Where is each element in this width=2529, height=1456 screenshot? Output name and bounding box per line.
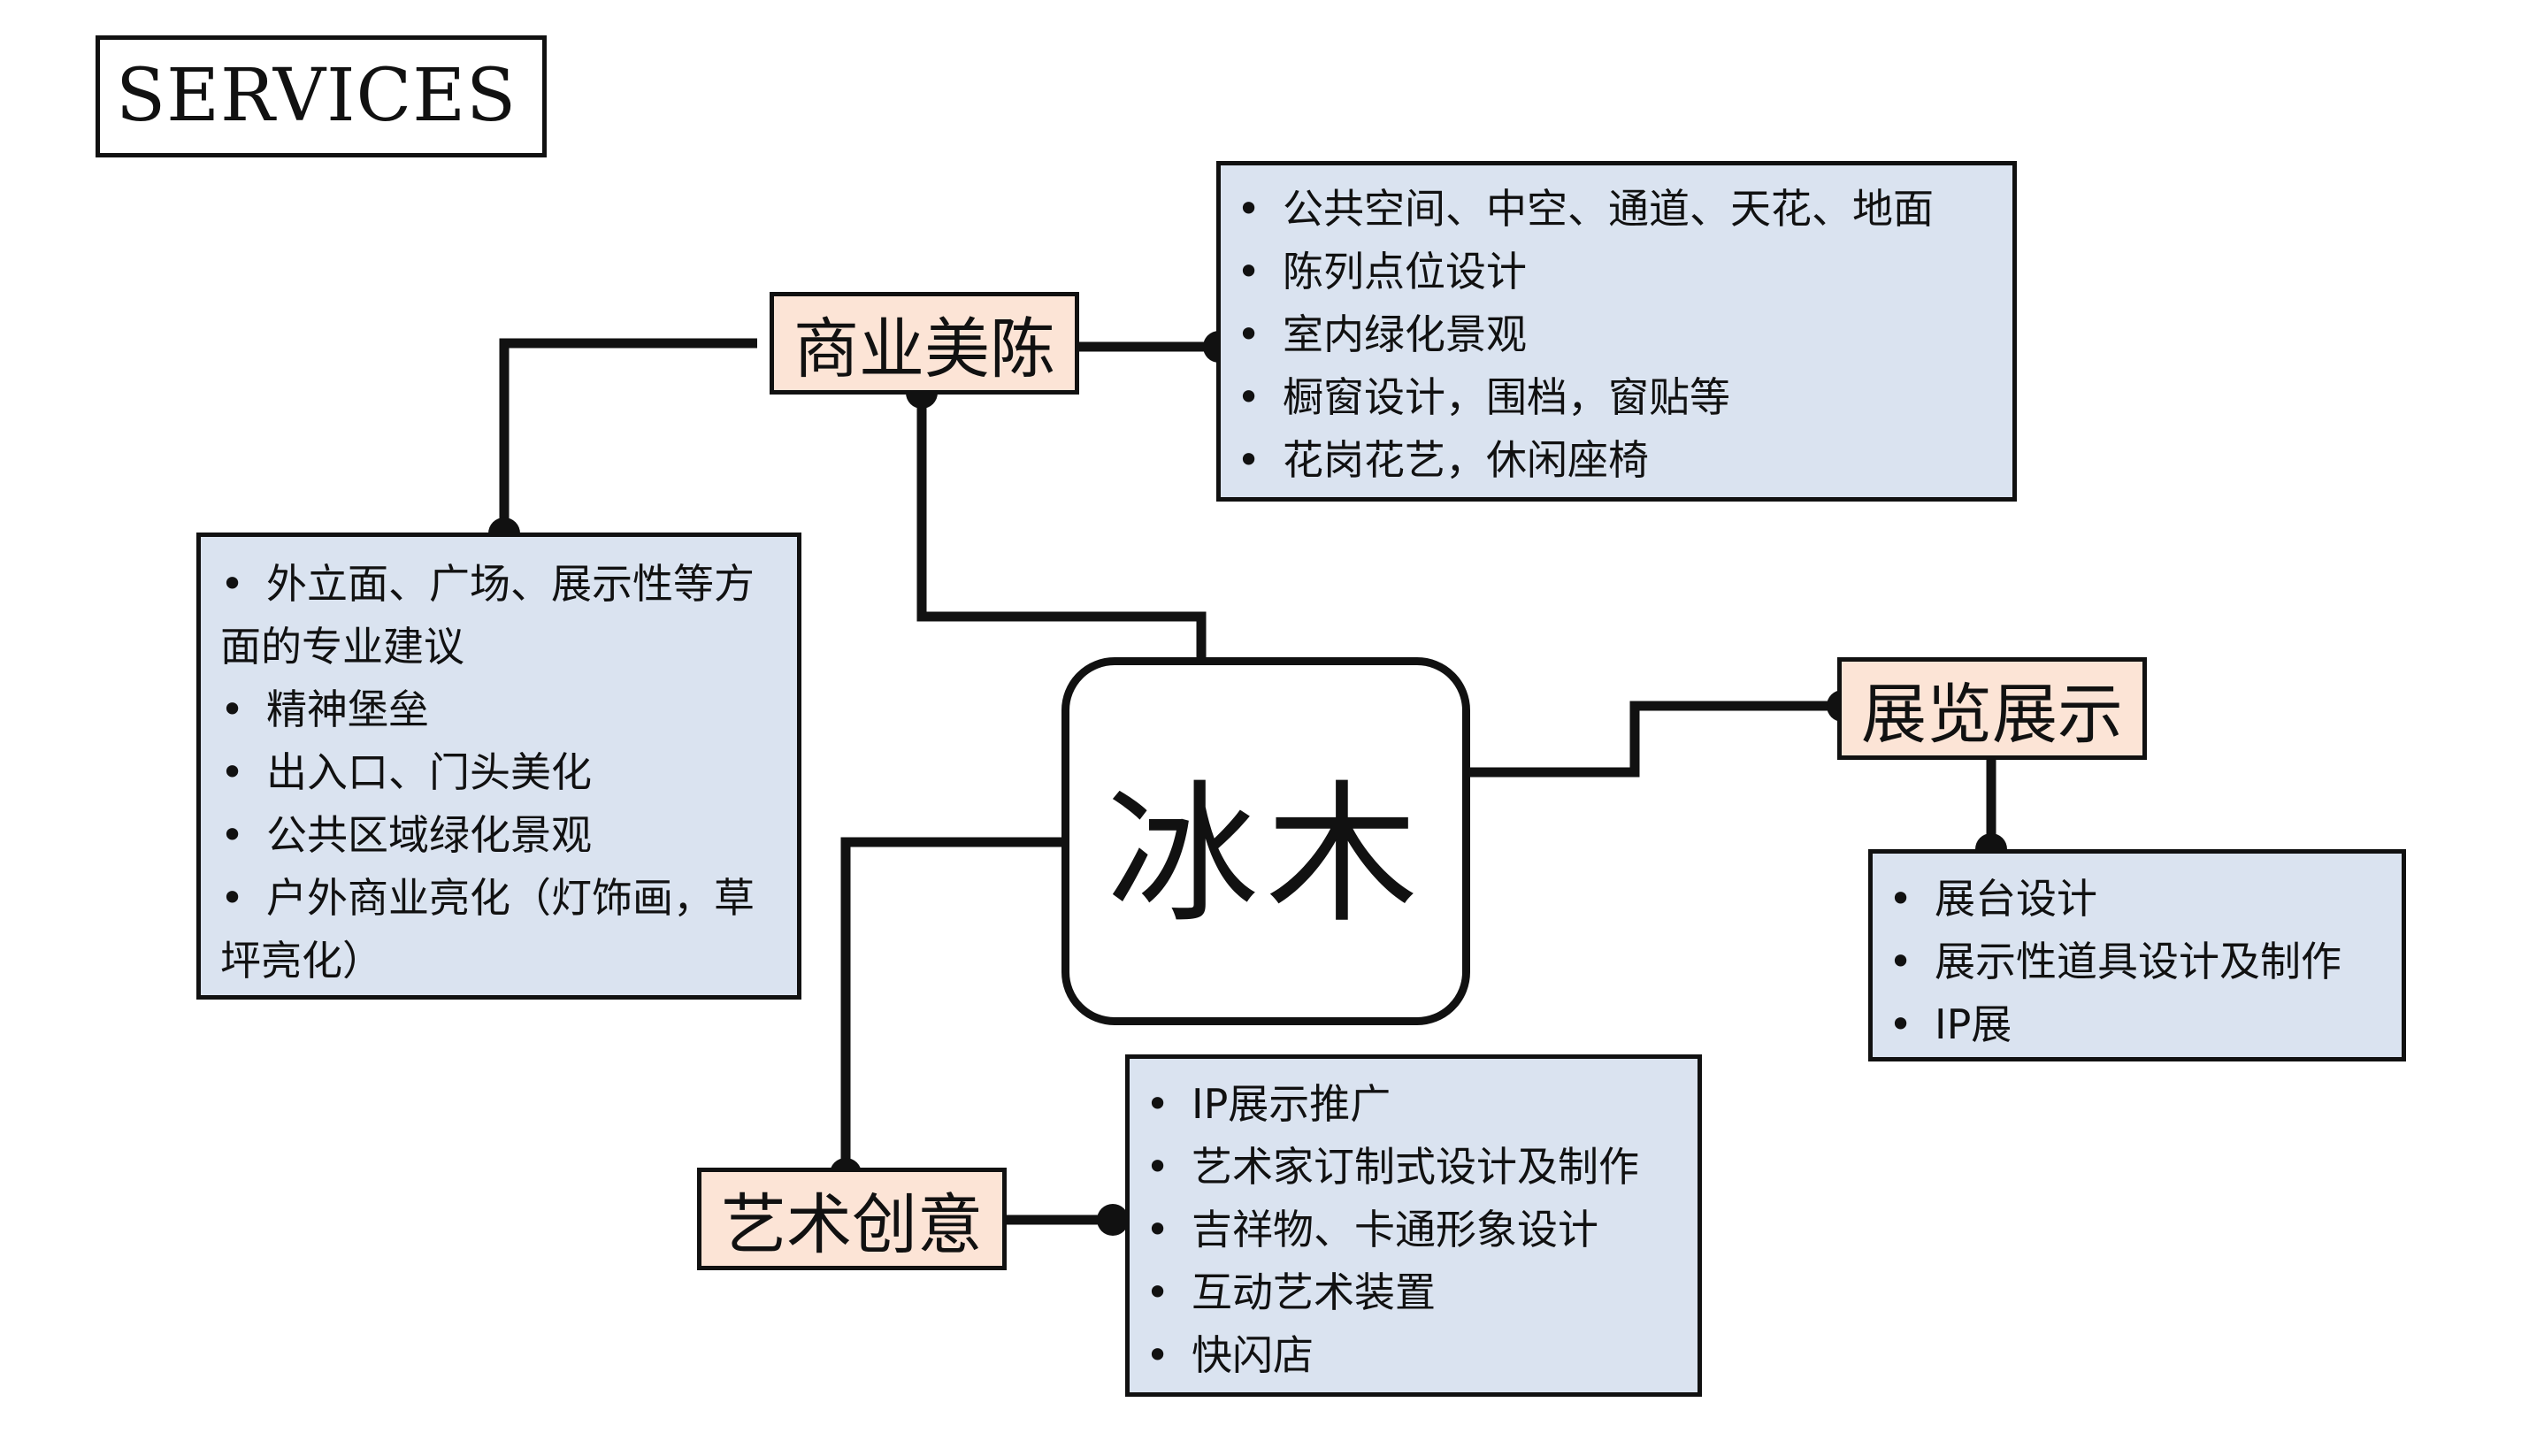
- list-item: • 公共空间、中空、通道、天花、地面: [1237, 178, 1998, 241]
- list-item: • IP展示推广: [1146, 1073, 1690, 1136]
- list-item: •外立面、广场、展示性等方面的专业建议: [220, 553, 786, 678]
- bullet-icon: •: [1237, 185, 1261, 233]
- list-item: • 精神堡垒: [220, 678, 786, 741]
- connector-commercial-to-center: [916, 393, 1207, 657]
- list-item-text: IP展示推广: [1192, 1080, 1391, 1128]
- list-item-text: 互动艺术装置: [1192, 1268, 1436, 1316]
- list-item: • 花岗花艺，休闲座椅: [1237, 429, 1998, 492]
- list-item-text: 吉祥物、卡通形象设计: [1192, 1206, 1598, 1253]
- bullet-icon: •: [220, 748, 245, 796]
- list-item: • 室内绿化景观: [1237, 303, 1998, 366]
- list-item-text: 展示性道具设计及制作: [1935, 938, 2341, 985]
- bullet-icon: •: [1889, 938, 1913, 985]
- list-item-text: 公共区域绿化景观: [266, 811, 592, 859]
- commercial-interior-box: • 公共空间、中空、通道、天花、地面 • 陈列点位设计 • 室内绿化景观 • 橱窗设计，围档，…: [1216, 161, 2017, 502]
- list-item: • 展台设计: [1889, 868, 2393, 931]
- list-item: • IP展: [1889, 993, 2393, 1056]
- bullet-icon: •: [1146, 1268, 1170, 1316]
- list-item-text: 室内绿化景观: [1283, 310, 1527, 358]
- list-item-text: IP展: [1935, 1000, 2012, 1048]
- list-item-text: 精神堡垒: [266, 686, 429, 733]
- list-item: • 公共区域绿化景观: [220, 804, 786, 867]
- connector-commercial-to-left-box: [499, 338, 757, 533]
- list-item: • 陈列点位设计: [1237, 241, 1998, 303]
- list-item-text: 外立面、广场、展示性等方面的专业建议: [220, 560, 755, 671]
- bullet-icon: •: [1146, 1143, 1170, 1191]
- connector-center-to-exhibition: [1470, 701, 1843, 778]
- list-item: • 快闪店: [1146, 1324, 1690, 1387]
- list-item-text: 出入口、门头美化: [266, 748, 592, 796]
- list-item-text: 艺术家订制式设计及制作: [1192, 1143, 1639, 1191]
- bullet-icon: •: [220, 560, 245, 608]
- bullet-icon: •: [1146, 1331, 1170, 1379]
- list-item-text: 公共空间、中空、通道、天花、地面: [1283, 185, 1934, 233]
- bullet-icon: •: [1237, 248, 1261, 295]
- bullet-icon: •: [220, 874, 245, 922]
- list-item: • 互动艺术装置: [1146, 1261, 1690, 1324]
- category-commercial: 商业美陈: [770, 292, 1079, 395]
- commercial-exterior-box: •外立面、广场、展示性等方面的专业建议•精神堡垒•出入口、门头美化•公共区域绿化…: [196, 533, 801, 1000]
- bullet-icon: •: [1146, 1080, 1170, 1128]
- bullet-icon: •: [1237, 436, 1261, 484]
- bullet-icon: •: [220, 811, 245, 859]
- bullet-icon: •: [1237, 373, 1261, 421]
- bullet-icon: •: [1889, 875, 1913, 923]
- list-item: •户外商业亮化（灯饰画，草坪亮化）: [220, 867, 786, 992]
- list-item: • 橱窗设计，围档，窗贴等: [1237, 366, 1998, 429]
- list-item: • 吉祥物、卡通形象设计: [1146, 1199, 1690, 1261]
- list-item: • 展示性道具设计及制作: [1889, 931, 2393, 993]
- center-node: 冰木: [1061, 657, 1470, 1025]
- bullet-icon: •: [1237, 310, 1261, 358]
- list-item-text: 花岗花艺，休闲座椅: [1283, 436, 1649, 484]
- list-item-text: 展台设计: [1935, 875, 2097, 923]
- category-exhibition: 展览展示: [1837, 657, 2147, 760]
- connector-center-to-art: [840, 837, 1061, 1174]
- list-item: • 出入口、门头美化: [220, 741, 786, 804]
- bullet-icon: •: [1889, 1000, 1913, 1048]
- services-title: SERVICES: [96, 35, 547, 157]
- exhibition-box: • 展台设计 • 展示性道具设计及制作 • IP展: [1868, 849, 2406, 1061]
- bullet-icon: •: [220, 686, 245, 733]
- list-item-text: 快闪店: [1192, 1331, 1314, 1379]
- category-art: 艺术创意: [697, 1168, 1007, 1270]
- art-box: • IP展示推广 • 艺术家订制式设计及制作 • 吉祥物、卡通形象设计 • 互动艺术装置 • 快闪…: [1125, 1054, 1702, 1397]
- list-item-text: 橱窗设计，围档，窗贴等: [1283, 373, 1730, 421]
- list-item-text: 陈列点位设计: [1283, 248, 1527, 295]
- bullet-icon: •: [1146, 1206, 1170, 1253]
- connector-dot: [1097, 1204, 1129, 1236]
- list-item: • 艺术家订制式设计及制作: [1146, 1136, 1690, 1199]
- list-item-text: 户外商业亮化（灯饰画，草坪亮化）: [220, 874, 755, 985]
